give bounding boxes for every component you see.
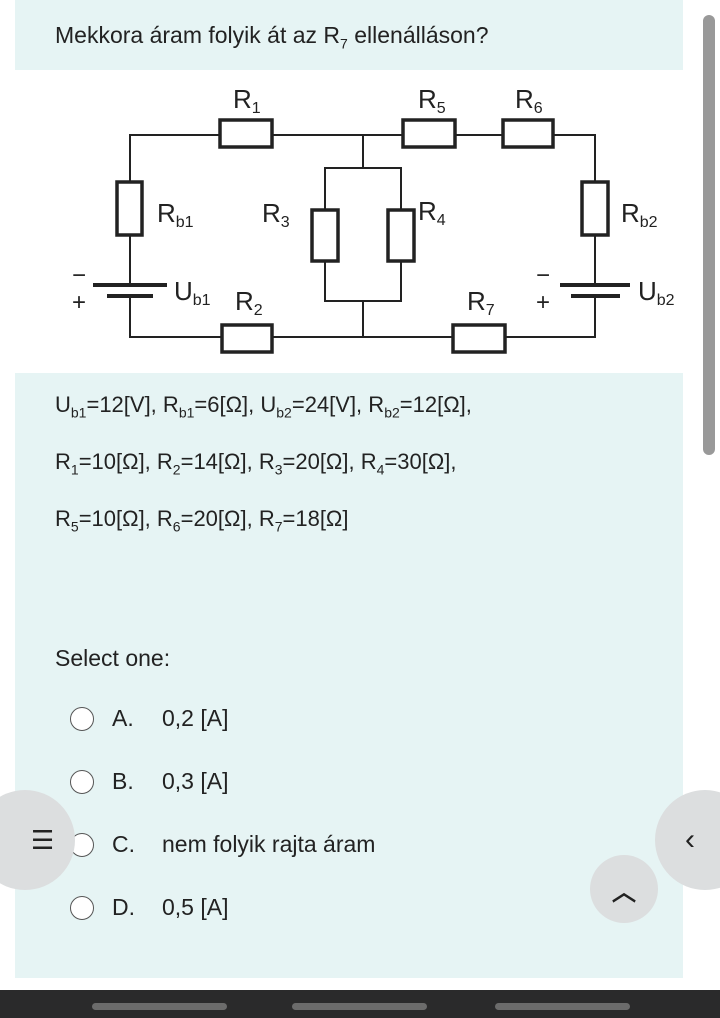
- answer-option[interactable]: A. 0,2 [A]: [70, 705, 228, 732]
- resistor-rb2: [580, 180, 610, 237]
- circuit-diagram: R1 R5 R6 Rb1 R3 R4 Rb2 Ub1 R2 R7 Ub2 −+ …: [15, 70, 683, 373]
- scroll-to-top-button[interactable]: ︿: [590, 855, 658, 923]
- given-value-part: =12[V],: [86, 392, 163, 417]
- svg-text:+: +: [72, 289, 86, 316]
- option-letter: A.: [112, 705, 134, 731]
- radio-button[interactable]: [70, 895, 94, 920]
- given-value-part: =30[Ω],: [384, 449, 457, 474]
- option-letter: D.: [112, 894, 135, 920]
- svg-text:+: +: [536, 289, 550, 316]
- given-value-part: 7: [274, 518, 283, 535]
- svg-text:R7: R7: [467, 286, 495, 319]
- svg-text:R4: R4: [418, 196, 446, 229]
- given-value-part: =10[Ω],: [78, 449, 157, 474]
- given-value-part: b2: [384, 404, 400, 421]
- svg-text:Ub1: Ub1: [174, 276, 211, 309]
- svg-text:R6: R6: [515, 84, 543, 117]
- resistor-r7: [451, 323, 507, 354]
- given-value-part: R: [258, 449, 275, 474]
- given-value-part: =20[Ω],: [282, 449, 361, 474]
- given-value-part: U: [55, 392, 71, 417]
- chevron-up-icon: ︿: [612, 878, 636, 906]
- option-text: 0,2 [A]: [162, 705, 229, 731]
- svg-text:R5: R5: [418, 84, 446, 117]
- radio-button[interactable]: [70, 769, 94, 794]
- given-value-part: 6: [172, 518, 181, 535]
- question-part: ellenálláson?: [347, 22, 489, 48]
- given-value-part: R: [368, 392, 385, 417]
- svg-text:Ub2: Ub2: [638, 276, 675, 309]
- nav-handle[interactable]: [292, 1003, 427, 1010]
- nav-handle[interactable]: [495, 1003, 630, 1010]
- scrollbar[interactable]: [703, 15, 715, 455]
- given-value-part: =14[Ω],: [180, 449, 259, 474]
- resistor-r2: [220, 323, 274, 354]
- resistor-r3: [310, 208, 340, 263]
- given-value-part: 1: [70, 461, 79, 478]
- given-value-part: =20[Ω],: [180, 506, 259, 531]
- given-value-part: b1: [178, 404, 195, 421]
- chevron-left-icon: ‹: [685, 823, 695, 856]
- select-one-label: Select one:: [55, 645, 171, 671]
- given-value-part: R: [162, 392, 179, 417]
- question-text: Mekkora áram folyik át az R7 ellenálláso…: [55, 22, 489, 52]
- given-value-part: 4: [376, 461, 385, 478]
- resistor-r4: [386, 208, 416, 263]
- given-value-part: R: [258, 506, 275, 531]
- nav-handle[interactable]: [92, 1003, 227, 1010]
- option-text: nem folyik rajta áram: [162, 831, 376, 857]
- given-value-part: b1: [70, 404, 87, 421]
- answer-option[interactable]: D. 0,5 [A]: [70, 894, 228, 921]
- answer-option[interactable]: C. nem folyik rajta áram: [70, 831, 375, 858]
- given-value-part: 2: [172, 461, 181, 478]
- given-value-part: =18[Ω]: [282, 506, 349, 531]
- option-text: 0,5 [A]: [162, 894, 229, 920]
- option-letter: C.: [112, 831, 135, 857]
- resistor-r1: [218, 118, 274, 149]
- resistor-rb1: [115, 180, 144, 237]
- given-value-part: R: [156, 449, 173, 474]
- answer-option[interactable]: B. 0,3 [A]: [70, 768, 228, 795]
- question-sub: 7: [340, 35, 348, 52]
- svg-text:−: −: [536, 262, 550, 289]
- given-value-part: =6[Ω],: [194, 392, 261, 417]
- given-value-part: =12[Ω],: [399, 392, 472, 417]
- radio-button[interactable]: [70, 706, 94, 731]
- given-value-part: R: [156, 506, 173, 531]
- svg-text:−: −: [72, 262, 86, 289]
- svg-text:R1: R1: [233, 84, 261, 117]
- given-values-line: R1=10[Ω], R2=14[Ω], R3=20[Ω], R4=30[Ω],: [55, 449, 457, 477]
- given-value-part: 3: [274, 461, 283, 478]
- given-value-part: b2: [276, 404, 292, 421]
- given-value-part: R: [360, 449, 377, 474]
- svg-text:Rb2: Rb2: [621, 198, 658, 231]
- resistor-r5: [401, 118, 457, 149]
- svg-text:Rb1: Rb1: [157, 198, 194, 231]
- svg-text:R3: R3: [262, 198, 290, 231]
- given-value-part: R: [55, 449, 71, 474]
- svg-text:R2: R2: [235, 286, 263, 319]
- given-value-part: =24[V],: [291, 392, 369, 417]
- resistor-r6: [501, 118, 555, 149]
- given-values-line: Ub1=12[V], Rb1=6[Ω], Ub2=24[V], Rb2=12[Ω…: [55, 392, 472, 420]
- list-icon: ☰: [30, 824, 55, 855]
- given-values-line: R5=10[Ω], R6=20[Ω], R7=18[Ω]: [55, 506, 349, 534]
- given-value-part: =10[Ω],: [78, 506, 157, 531]
- question-part: Mekkora áram folyik át az R: [55, 22, 341, 48]
- given-value-part: R: [55, 506, 71, 531]
- given-value-part: 5: [70, 518, 79, 535]
- option-text: 0,3 [A]: [162, 768, 229, 794]
- given-value-part: U: [260, 392, 277, 417]
- option-letter: B.: [112, 768, 134, 794]
